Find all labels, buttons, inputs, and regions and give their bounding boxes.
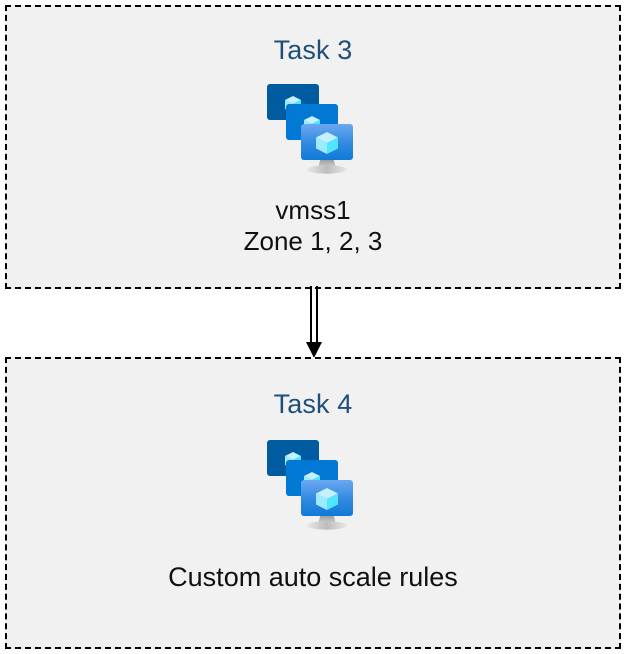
- task-4-caption: Custom auto scale rules: [168, 562, 458, 592]
- azure-vm-scale-set-icon: [267, 84, 353, 174]
- arrowhead-icon: [306, 342, 322, 358]
- connector-task3-to-task4: [306, 286, 322, 358]
- task-4-title: Task 4: [273, 389, 353, 419]
- task-node-task-3: Task 3: [5, 5, 621, 289]
- task-3-caption: vmss1 Zone 1, 2, 3: [243, 195, 383, 256]
- task-node-task-4: Task 4: [5, 357, 621, 649]
- task-3-title: Task 3: [273, 35, 353, 65]
- azure-vm-scale-set-icon: [267, 440, 353, 530]
